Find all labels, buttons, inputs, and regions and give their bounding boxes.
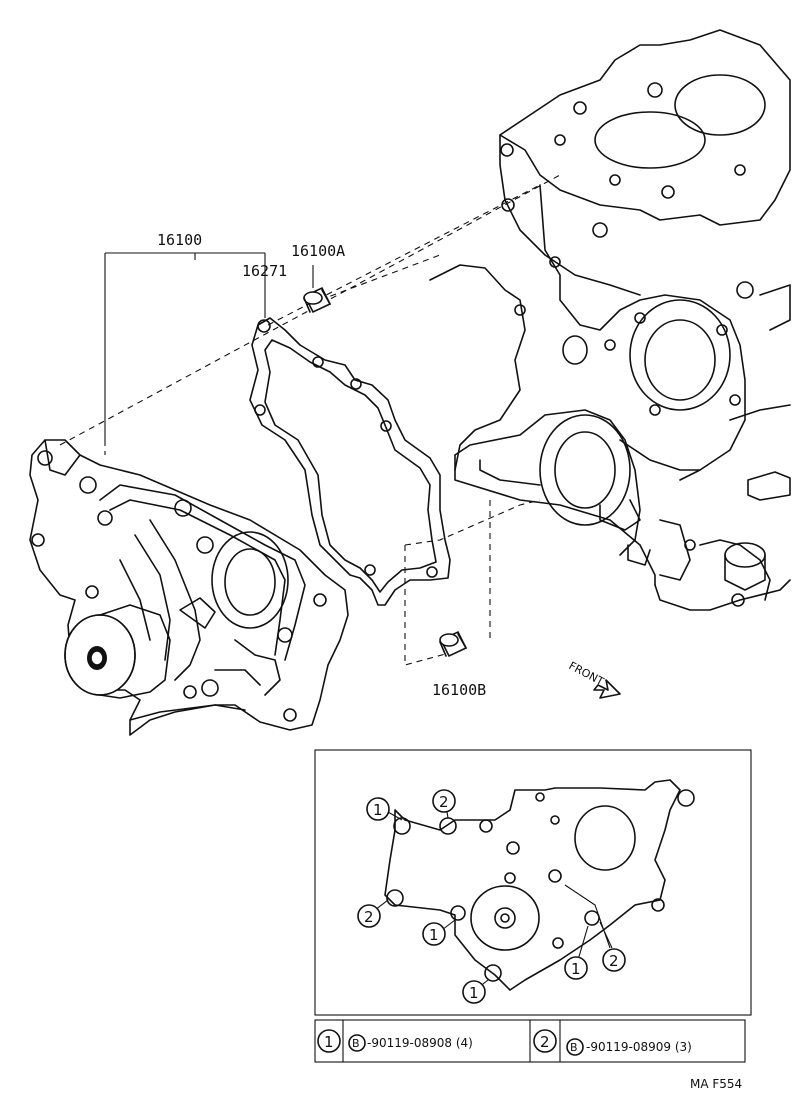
svg-text:2: 2 — [439, 793, 449, 811]
svg-text:2: 2 — [364, 908, 374, 926]
svg-text:1: 1 — [324, 1033, 334, 1051]
svg-text:1: 1 — [571, 960, 581, 978]
legend-item1-bolt-icon: B — [348, 1034, 366, 1052]
water-pump — [29, 439, 349, 736]
svg-text:1: 1 — [469, 984, 479, 1002]
bolt-detail-inset — [314, 749, 752, 1016]
label-16100b: 16100B — [432, 681, 486, 699]
front-label: FRONT — [567, 659, 607, 688]
engine-block — [429, 29, 791, 611]
svg-text:B: B — [352, 1037, 360, 1050]
label-16100a: 16100A — [291, 242, 345, 260]
alignment-lines — [59, 174, 561, 666]
pin-16100a — [303, 286, 332, 314]
callout-2a: 2 — [432, 789, 456, 813]
figure-code: MA F554 — [690, 1077, 742, 1091]
svg-text:1: 1 — [373, 801, 383, 819]
callout-1b: 1 — [422, 922, 446, 946]
front-arrow-icon — [593, 679, 621, 699]
bolt-legend: 1 B -90119-08908 (4) 2 B -90119-08909 (3… — [314, 1019, 746, 1063]
svg-text:2: 2 — [609, 952, 619, 970]
svg-text:B: B — [570, 1041, 578, 1054]
callout-2c: 2 — [602, 948, 626, 972]
legend-item2-bolt-icon: B — [566, 1038, 584, 1056]
leader-lines — [104, 252, 314, 440]
pin-16100b — [439, 630, 468, 658]
callout-1c: 1 — [462, 980, 486, 1004]
label-16100: 16100 — [157, 231, 202, 249]
legend-item2-text: -90119-08909 (3) — [586, 1040, 692, 1054]
legend-item2-symbol: 2 — [533, 1029, 557, 1053]
svg-text:2: 2 — [540, 1033, 550, 1051]
callout-1d: 1 — [564, 956, 588, 980]
svg-text:1: 1 — [429, 926, 439, 944]
gasket — [249, 317, 451, 606]
legend-item1-symbol: 1 — [317, 1029, 341, 1053]
front-indicator: FRONT — [567, 659, 621, 699]
label-16271: 16271 — [242, 262, 287, 280]
legend-item1-text: -90119-08908 (4) — [367, 1036, 473, 1050]
callout-1a: 1 — [366, 797, 390, 821]
callout-2b: 2 — [357, 904, 381, 928]
